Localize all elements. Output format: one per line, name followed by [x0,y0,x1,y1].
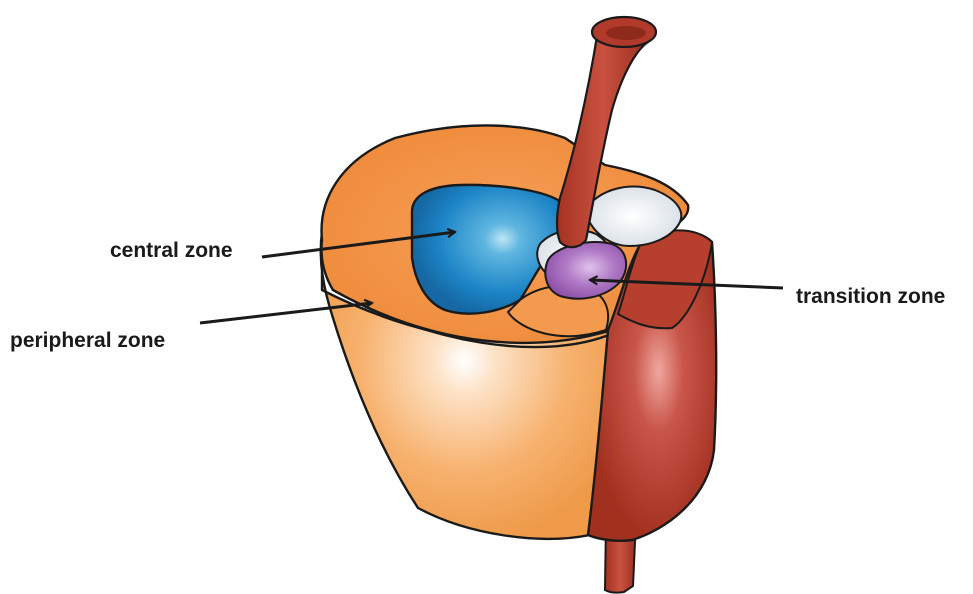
central-zone-label: central zone [110,240,233,261]
urethra-opening-inner [606,26,646,40]
transition-zone-label: transition zone [796,286,945,307]
peripheral-zone-label: peripheral zone [10,330,165,351]
